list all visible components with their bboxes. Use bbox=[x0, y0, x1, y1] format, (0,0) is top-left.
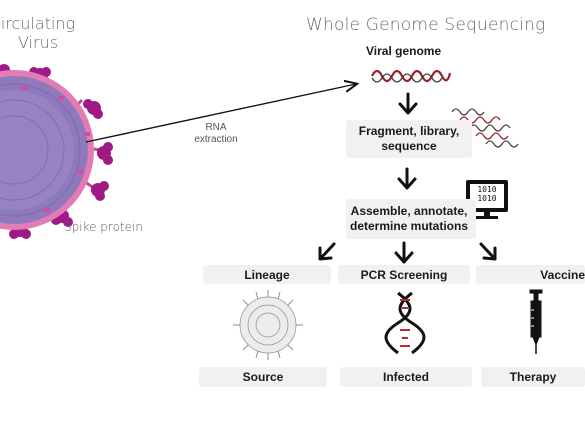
result-therapy: Therapy bbox=[481, 367, 585, 387]
down-arrow-2 bbox=[397, 167, 417, 190]
rna-strand-icon bbox=[371, 69, 452, 83]
down-arrow-center bbox=[394, 241, 414, 264]
output-vaccine: Vaccine bbox=[476, 265, 585, 284]
rna-extraction-label: RNA extraction bbox=[194, 122, 238, 145]
result-source: Source bbox=[199, 367, 327, 387]
step-fragment: Fragment, library, sequence bbox=[346, 120, 472, 158]
extraction-arrow bbox=[85, 84, 356, 143]
down-arrow-left bbox=[318, 242, 336, 261]
output-lineage: Lineage bbox=[203, 265, 331, 284]
syringe-icon bbox=[529, 289, 543, 354]
spike-protein-label: Spike protein bbox=[64, 220, 143, 234]
output-pcr: PCR Screening bbox=[338, 265, 470, 284]
virus-illustration bbox=[0, 64, 113, 239]
down-arrow-right bbox=[479, 242, 497, 261]
left-title: irculating Virus bbox=[0, 14, 76, 52]
binary-text: 1010 1010 bbox=[477, 185, 497, 203]
viral-genome-label: Viral genome bbox=[366, 44, 442, 58]
dna-helix-icon bbox=[384, 291, 426, 355]
right-title: Whole Genome Sequencing bbox=[306, 15, 546, 35]
down-arrow-1 bbox=[398, 92, 418, 115]
virus-lineage-icon bbox=[233, 290, 303, 360]
dna-fragments-icon bbox=[451, 108, 519, 148]
step-assemble: Assemble, annotate, determine mutations bbox=[346, 199, 476, 239]
result-infected: Infected bbox=[340, 367, 472, 387]
